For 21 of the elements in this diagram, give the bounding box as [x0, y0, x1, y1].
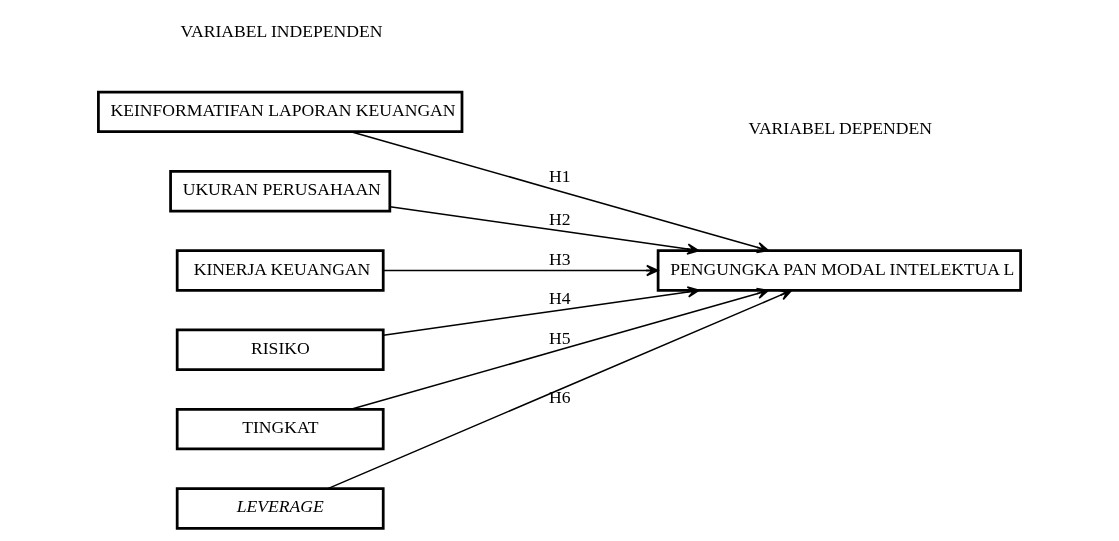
edge-label: H1 — [549, 166, 571, 187]
node-box: LEVERAGE — [175, 487, 385, 530]
node-box: KINERJA KEUANGAN — [175, 249, 385, 292]
edge-label: H3 — [549, 248, 571, 269]
arrow — [382, 264, 659, 277]
node-box: KEINFORMATIFAN LAPORAN KEUANGAN — [97, 90, 464, 134]
arrow — [382, 286, 700, 337]
edge-label: H6 — [549, 386, 571, 407]
edge-label: H4 — [549, 288, 571, 309]
label: VARIABEL INDEPENDEN — [180, 20, 383, 41]
node-box: TINGKAT — [175, 407, 385, 451]
edge-label: H5 — [549, 328, 571, 349]
node-box: UKURAN PERUSAHAAN — [169, 169, 392, 213]
arrow — [327, 289, 793, 490]
node-box: RISIKO — [175, 328, 385, 372]
arrow — [389, 205, 700, 255]
node-box: PENGUNGKA PAN MODAL INTELEKTUA L — [656, 249, 1022, 292]
edge-label: H2 — [549, 209, 571, 230]
label: VARIABEL DEPENDEN — [748, 117, 932, 138]
arrow — [350, 130, 770, 254]
arrow — [350, 287, 770, 411]
